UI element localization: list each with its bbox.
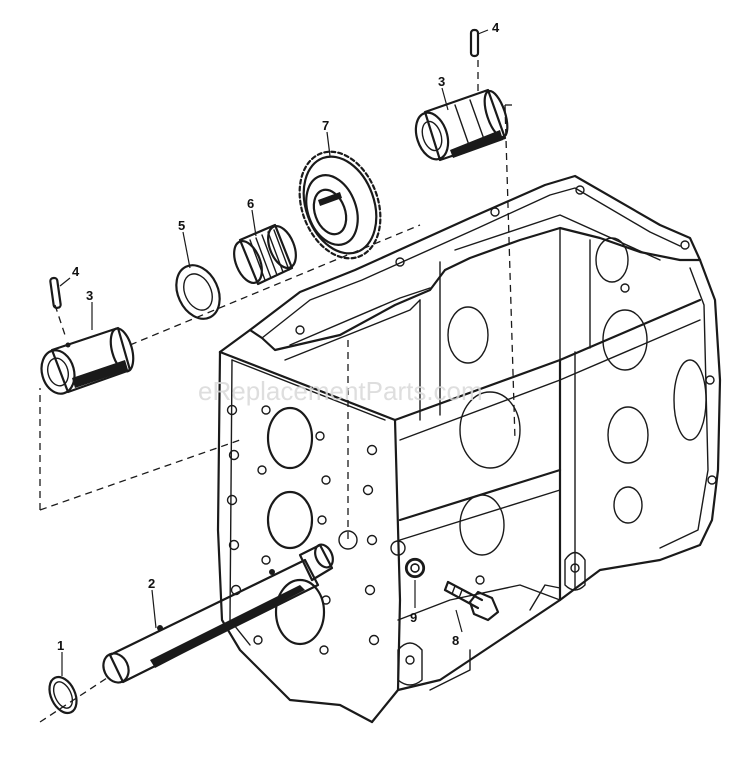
part-3-bushing-left[interactable]	[37, 326, 138, 397]
part-7-gear[interactable]	[285, 140, 394, 269]
part-8-bolt[interactable]	[443, 580, 500, 622]
callout-7: 7	[322, 118, 329, 133]
callout-1: 1	[57, 638, 64, 653]
callout-4-right: 4	[492, 20, 500, 35]
callout-8: 8	[452, 633, 459, 648]
callout-3-right: 3	[438, 74, 445, 89]
part-2-shaft[interactable]	[99, 542, 337, 687]
part-3-bushing-right[interactable]	[410, 88, 512, 163]
part-4-pin-left[interactable]	[49, 276, 62, 309]
callout-9: 9	[410, 610, 417, 625]
callout-4-left: 4	[72, 264, 80, 279]
part-4-pin-right[interactable]	[469, 28, 480, 58]
callout-labels: 1 2 3 3 4 4 5 6 7 8 9	[57, 20, 500, 653]
transmission-housing	[216, 174, 722, 724]
callout-3-left: 3	[86, 288, 93, 303]
watermark-text: eReplacementParts.com	[198, 376, 483, 406]
callout-6: 6	[247, 196, 254, 211]
callout-5: 5	[178, 218, 185, 233]
part-9-washer[interactable]	[404, 557, 426, 579]
part-5-thrust-washer[interactable]	[168, 258, 228, 326]
callout-2: 2	[148, 576, 155, 591]
callout-leaders	[59, 29, 489, 676]
assembly-guide-lines	[39, 48, 516, 723]
part-1-snap-ring[interactable]	[44, 673, 82, 718]
part-6-needle-bearing[interactable]	[229, 222, 302, 287]
